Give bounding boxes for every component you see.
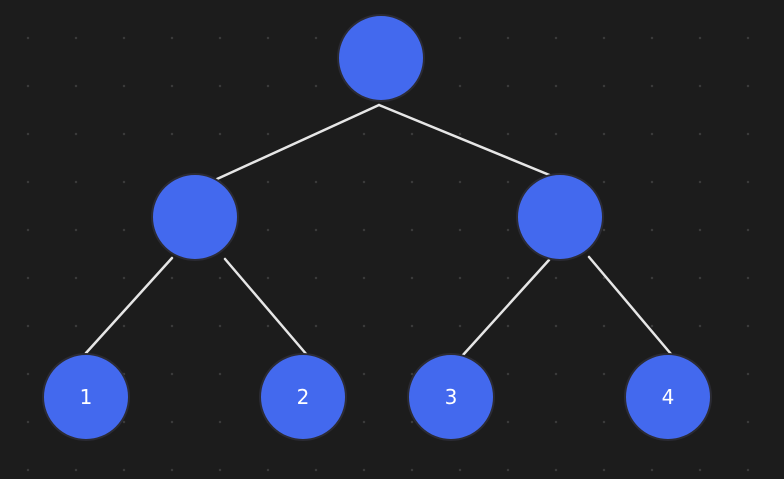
node-label: 4	[662, 385, 675, 409]
edge-left-leaf1	[84, 256, 174, 355]
node-left	[151, 173, 239, 261]
node-circle	[151, 173, 239, 261]
node-leaf3: 3	[407, 353, 495, 441]
node-label: 3	[445, 385, 458, 409]
node-circle	[337, 14, 425, 102]
node-right	[516, 173, 604, 261]
edge-right-leaf3	[461, 258, 551, 357]
edge-left-leaf2	[223, 257, 309, 357]
node-leaf2: 2	[259, 353, 347, 441]
node-circle	[42, 353, 130, 441]
edge-right-leaf4	[587, 255, 673, 356]
edge-root-right	[377, 103, 566, 183]
node-root	[337, 14, 425, 102]
node-circle	[624, 353, 712, 441]
edge-root-left	[215, 103, 381, 181]
node-circle	[259, 353, 347, 441]
node-label: 2	[297, 385, 310, 409]
node-leaf4: 4	[624, 353, 712, 441]
node-circle	[407, 353, 495, 441]
node-group: 1 2 3 4	[42, 14, 712, 441]
node-circle	[516, 173, 604, 261]
edge-group	[84, 103, 673, 357]
node-label: 1	[80, 385, 93, 409]
node-leaf1: 1	[42, 353, 130, 441]
